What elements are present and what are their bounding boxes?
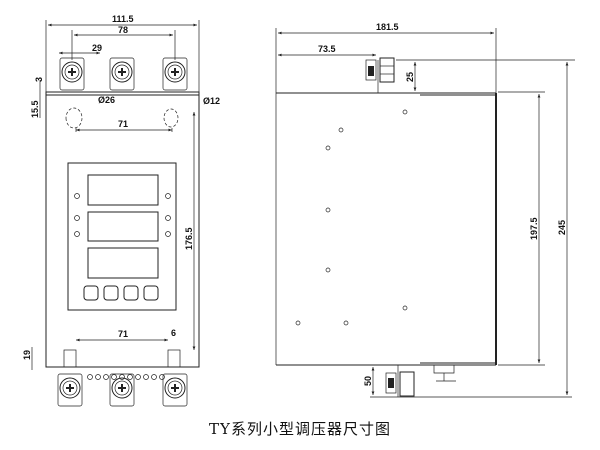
dim-hole-pitch-top: 71 [118,119,128,129]
dim-top-gap: 3 [34,77,44,82]
front-body [45,91,200,368]
display-window-3 [87,247,159,279]
dim-body-height: 197.5 [529,217,539,240]
dim-width-total: 111.5 [112,14,134,24]
top-terminal-2 [109,57,135,91]
display-window-2 [87,211,159,242]
top-terminal-1 [59,57,85,91]
mount-hole-small [163,108,179,128]
display-panel [67,162,177,311]
dim-bottom-offset: 19 [22,350,32,360]
dim-hole-large: Ø26 [98,95,115,105]
dim-bottom-terminal-height: 50 [363,376,373,386]
dim-terminal-offset: 73.5 [318,44,336,54]
dim-overall-height: 245 [557,220,567,235]
dim-hole-small: Ø12 [203,96,220,106]
figure-caption: TY系列小型调压器尺寸图 [209,420,391,438]
dim-slot-width: 6 [171,328,176,338]
dim-hole-offset: 15.5 [30,100,40,118]
top-terminal-3 [162,57,188,91]
bottom-terminal-3 [162,373,188,407]
dim-terminal-pitch: 78 [118,25,128,35]
dim-height: 176.5 [184,227,194,250]
mount-hole-large [65,107,83,129]
side-top-terminal [365,57,395,93]
display-window-1 [87,174,159,206]
side-view: 181.5 73.5 25 197.5 245 50 [275,22,575,398]
bottom-terminal-2 [109,373,135,407]
dim-top-terminal-height: 25 [405,72,415,82]
dim-depth-total: 181.5 [376,22,399,32]
bottom-terminal-1 [57,373,83,407]
dim-terminal-width: 29 [92,43,102,53]
side-bottom-terminal [385,365,456,397]
dim-hole-pitch-bottom: 71 [118,329,128,339]
front-view: 111.5 78 29 3 15.5 Ø26 Ø12 71 176.5 71 6… [22,14,220,407]
